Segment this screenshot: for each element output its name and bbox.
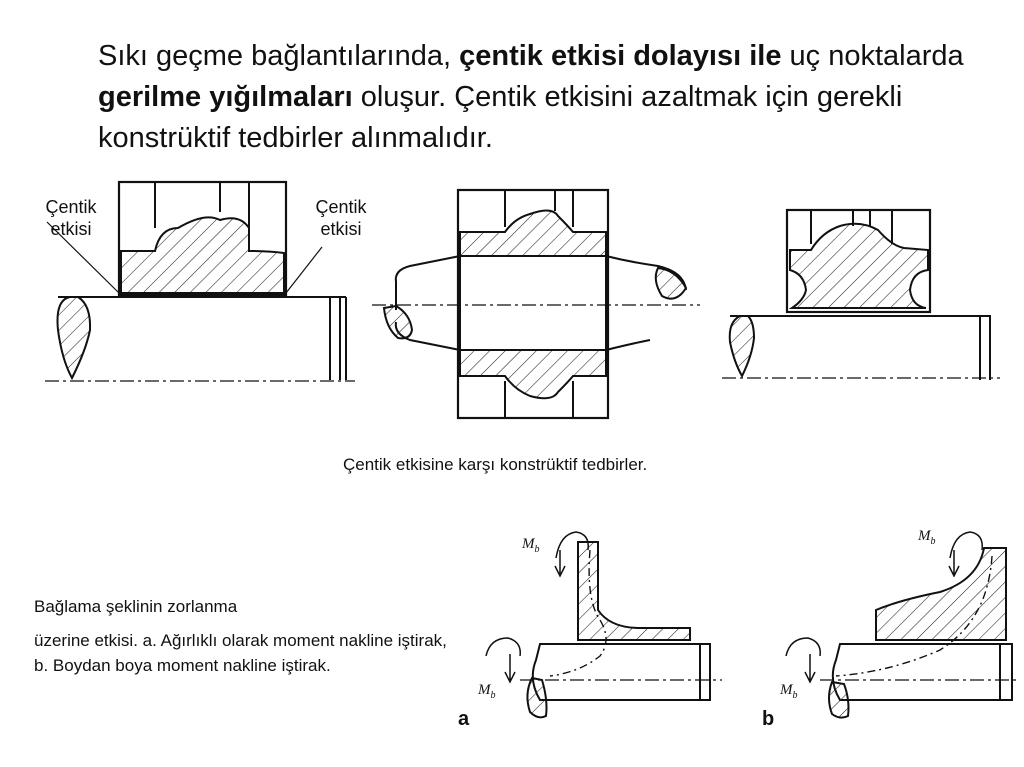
moment-label-a-top: Mb [521, 536, 540, 555]
moment-drawing-a [485, 531, 722, 719]
fit-drawing-right [722, 208, 1000, 380]
label-notch-right-line2: etkisi [320, 219, 362, 239]
fit-drawing-middle [372, 188, 700, 420]
figure1-caption: Çentik etkisine karşı konstrüktif tedbir… [343, 455, 648, 474]
label-notch-right-line1: Çentik [315, 197, 367, 217]
moment-label-b-bottom: Mb [779, 682, 798, 701]
moment-label-a-bottom: Mb [477, 682, 496, 701]
sublabel-b: b [762, 708, 775, 730]
figure2-caption-line1: Bağlama şeklinin zorlanma [34, 597, 238, 616]
title-text-3: oluşur. Çentik etkisini azaltmak için ge… [98, 81, 903, 154]
moment-label-b-top: Mb [917, 528, 936, 547]
figure2-caption: Bağlama şeklinin zorlanma üzerine etkisi… [34, 594, 464, 678]
moment-drawing-b [785, 531, 1020, 719]
label-notch-left: Çentik etkisi [26, 196, 116, 240]
title-bold-1: çentik etkisi dolayısı ile [459, 40, 782, 72]
label-notch-left-line2: etkisi [50, 219, 92, 239]
title-bold-2: gerilme yığılmaları [98, 81, 353, 113]
slide-title: Sıkı geçme bağlantılarında, çentik etkis… [98, 36, 998, 159]
figure2-caption-line2: üzerine etkisi. a. Ağırlıklı olarak mome… [34, 631, 447, 675]
label-notch-left-line1: Çentik [45, 197, 97, 217]
title-text-2: uç noktalarda [781, 40, 964, 72]
label-notch-right: Çentik etkisi [296, 196, 386, 240]
fit-drawing-left [45, 180, 355, 382]
sublabel-a: a [458, 708, 470, 730]
title-text-1: Sıkı geçme bağlantılarında, [98, 40, 460, 72]
